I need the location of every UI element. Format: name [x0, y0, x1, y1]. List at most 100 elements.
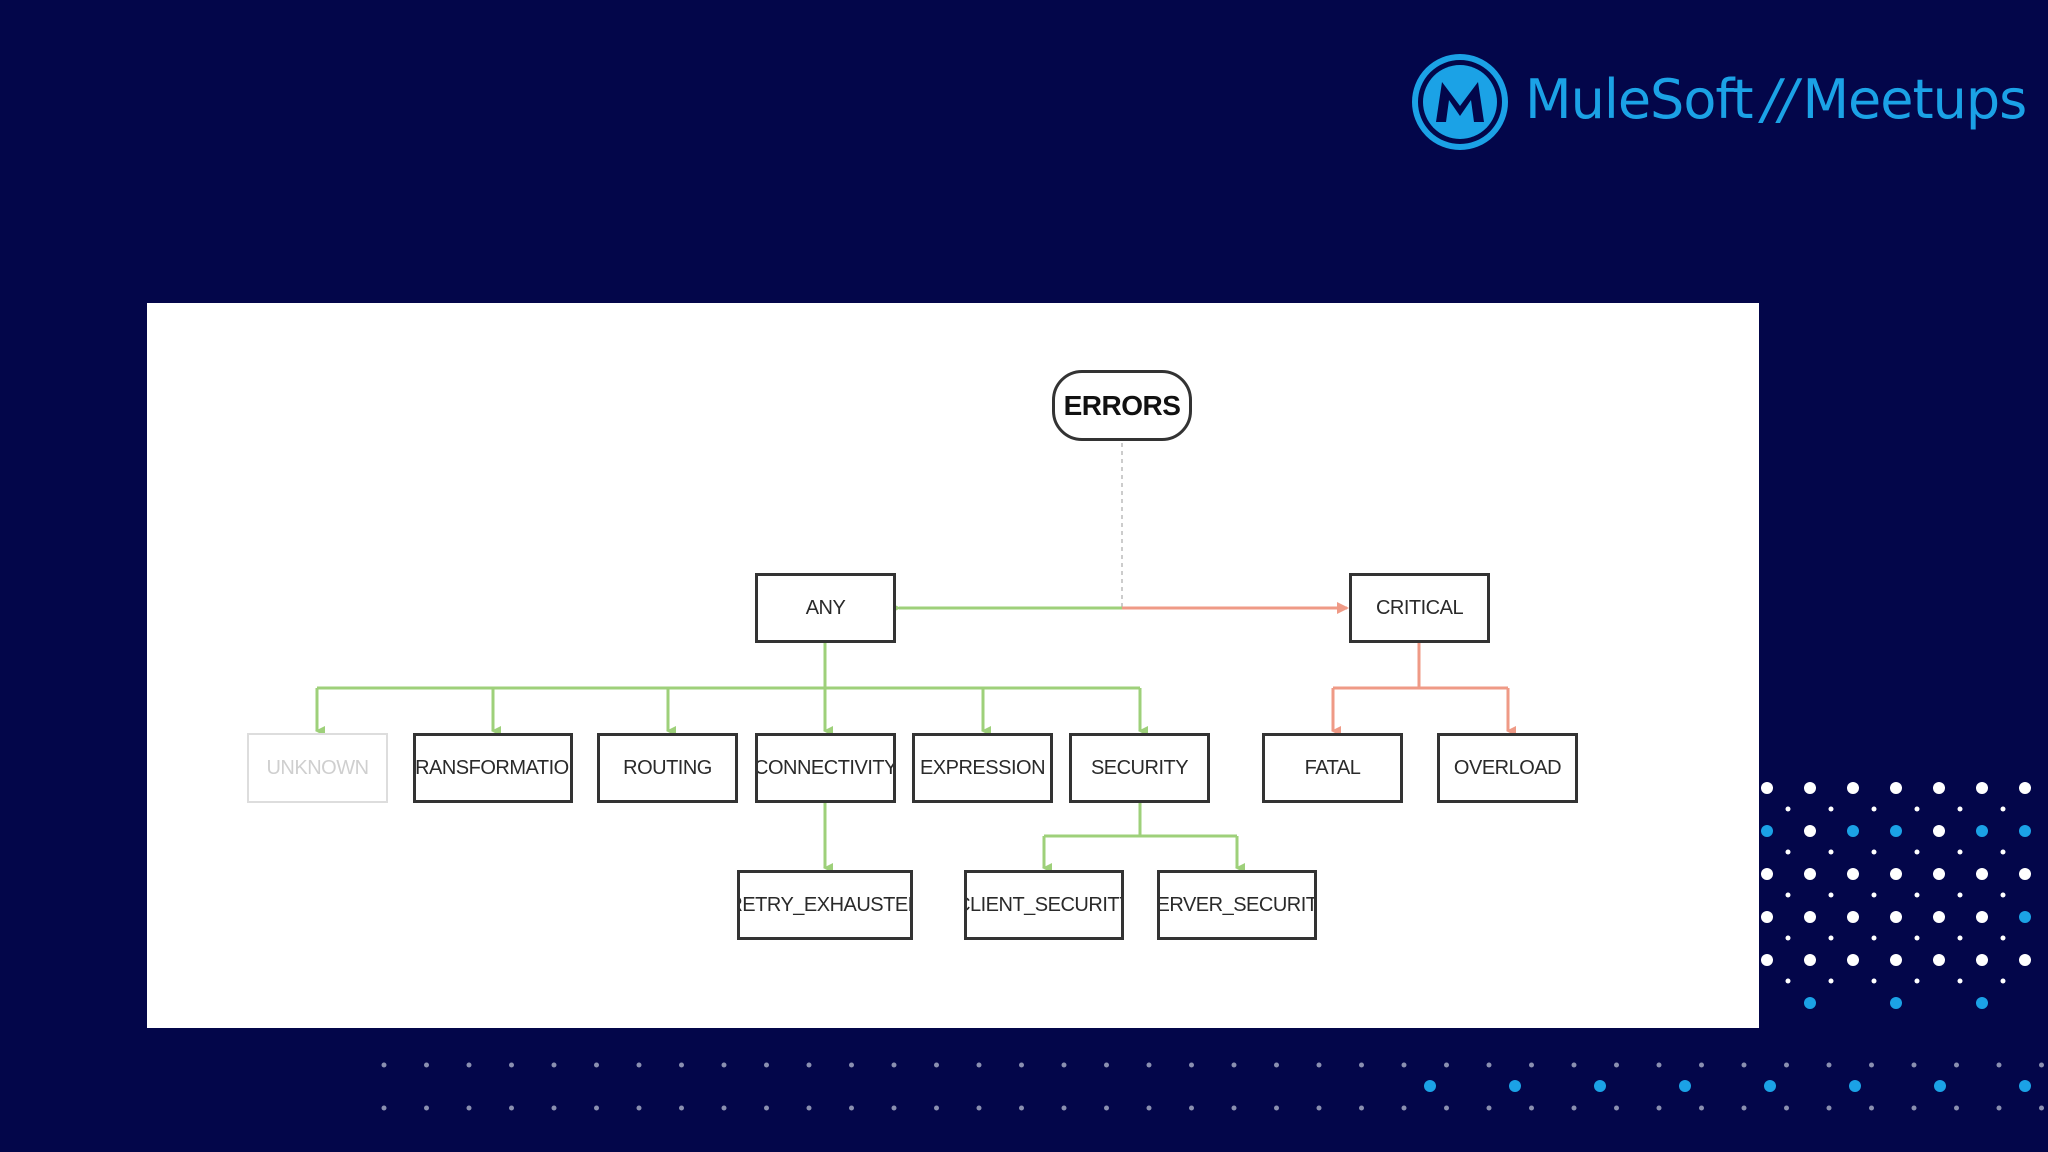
- decor-dot: [1804, 782, 1816, 794]
- decor-dot-faint: [849, 1062, 854, 1068]
- decor-dot-small: [1785, 892, 1791, 898]
- decor-dot-small: [1914, 978, 1920, 984]
- decor-dot-faint: [466, 1062, 472, 1068]
- decor-dot-small: [1828, 806, 1834, 812]
- decor-dot-faint: [1061, 1062, 1067, 1068]
- node-server-security: SERVER_SECURITY: [1157, 870, 1317, 940]
- node-client-security: CLIENT_SECURITY: [964, 870, 1124, 940]
- brand-event: Meetups: [1802, 68, 2027, 131]
- decor-dot-small: [1871, 935, 1877, 941]
- decor-dot-faint: [1614, 1105, 1619, 1111]
- decor-dot: [1804, 825, 1816, 837]
- decor-dot-faint: [1699, 1062, 1704, 1068]
- decor-dot: [2019, 825, 2031, 837]
- decor-dot-faint: [1146, 1062, 1152, 1068]
- decor-dot-faint: [1231, 1062, 1237, 1068]
- decor-dot-small: [2000, 806, 2006, 812]
- decor-dot-faint: [1529, 1105, 1534, 1111]
- decor-dot-faint: [1104, 1105, 1109, 1111]
- decor-dot-faint: [594, 1105, 599, 1111]
- decor-dot-small: [2000, 849, 2006, 855]
- error-hierarchy-diagram: ERRORS ANY CRITICAL UNKNOWN TRANSFORMATI…: [147, 303, 1759, 1028]
- decor-dot-faint: [1274, 1105, 1279, 1111]
- decor-dot: [1761, 782, 1773, 794]
- decor-dot-small: [1871, 849, 1877, 855]
- decor-dot-small: [1785, 935, 1791, 941]
- decor-dot-faint: [1656, 1062, 1662, 1068]
- decor-dot-faint: [1571, 1062, 1577, 1068]
- decor-dot-faint: [1359, 1062, 1364, 1068]
- decor-dot-faint: [806, 1062, 812, 1068]
- decor-dot: [2019, 782, 2031, 794]
- decor-dot-faint: [1741, 1062, 1747, 1068]
- node-unknown: UNKNOWN: [247, 733, 388, 803]
- decor-dot-faint: [1784, 1062, 1789, 1068]
- node-routing: ROUTING: [597, 733, 738, 803]
- decor-dot-faint: [1826, 1105, 1832, 1111]
- decor-dot-small: [1957, 892, 1963, 898]
- node-connectivity: CONNECTIVITY: [755, 733, 896, 803]
- decor-dot-small: [1957, 806, 1963, 812]
- decor-dot-faint: [1444, 1062, 1449, 1068]
- decor-dot-small: [1914, 849, 1920, 855]
- decor-dot-small: [1785, 806, 1791, 812]
- decor-dot-faint: [1741, 1105, 1747, 1111]
- decor-dot: [1804, 868, 1816, 880]
- decor-dot-faint: [1401, 1105, 1407, 1111]
- decor-dot-blue: [1934, 1080, 1946, 1092]
- decor-dot-faint: [424, 1105, 429, 1111]
- decor-dot-faint: [636, 1062, 642, 1068]
- brand-wordmark: MuleSoft //Meetups: [1525, 68, 2027, 131]
- mulesoft-logo-ring: [1412, 54, 1508, 150]
- decor-dot-small: [1957, 935, 1963, 941]
- decor-dot: [1890, 997, 1902, 1009]
- decor-dot-small: [1957, 849, 1963, 855]
- decor-dot-faint: [2039, 1105, 2044, 1111]
- brand-name: MuleSoft: [1525, 68, 1754, 131]
- decor-dot-blue: [1849, 1080, 1861, 1092]
- decor-dot-faint: [1231, 1105, 1237, 1111]
- decor-dot-faint: [679, 1062, 684, 1068]
- decor-dot-faint: [1189, 1105, 1194, 1111]
- decor-dot: [1976, 825, 1988, 837]
- decor-dot-faint: [1954, 1062, 1959, 1068]
- decor-dot-faint: [1401, 1062, 1407, 1068]
- decor-dot: [2019, 868, 2031, 880]
- decor-dot-faint: [764, 1105, 769, 1111]
- decor-dot: [1890, 954, 1902, 966]
- decor-dot-blue: [1424, 1080, 1436, 1092]
- decor-dot-faint: [1996, 1062, 2002, 1068]
- decor-dot: [1804, 911, 1816, 923]
- decor-dot: [1890, 782, 1902, 794]
- decor-dot-small: [1914, 892, 1920, 898]
- decor-dot-faint: [1146, 1105, 1152, 1111]
- node-errors: ERRORS: [1052, 370, 1192, 441]
- decor-dot-small: [2000, 892, 2006, 898]
- decor-dot-faint: [594, 1062, 599, 1068]
- decor-dot-blue: [2019, 1080, 2031, 1092]
- decor-dot-blue: [1594, 1080, 1606, 1092]
- decor-dot-blue: [1764, 1080, 1776, 1092]
- decor-dot-faint: [679, 1105, 684, 1111]
- decor-dot-faint: [1869, 1062, 1874, 1068]
- decor-dot-faint: [1954, 1105, 1959, 1111]
- decor-dot-faint: [424, 1062, 429, 1068]
- decor-dot-blue: [1509, 1080, 1521, 1092]
- decor-dot-small: [1914, 806, 1920, 812]
- decor-dot-small: [2000, 978, 2006, 984]
- decor-dot-faint: [764, 1062, 769, 1068]
- decor-dot-faint: [551, 1062, 557, 1068]
- mulesoft-m-icon: [1436, 82, 1484, 122]
- decor-dot-small: [1914, 935, 1920, 941]
- decor-dot-small: [1871, 892, 1877, 898]
- node-critical: CRITICAL: [1349, 573, 1490, 643]
- mulesoft-meetups-logo: [1412, 54, 1508, 150]
- decor-dot: [1761, 825, 1773, 837]
- decor-dot-faint: [466, 1105, 472, 1111]
- decor-dot-faint: [1104, 1062, 1109, 1068]
- decor-dot: [1761, 868, 1773, 880]
- decor-dot-small: [1871, 806, 1877, 812]
- decor-dot: [1933, 825, 1945, 837]
- decor-dot: [1976, 954, 1988, 966]
- decor-dot-faint: [509, 1062, 514, 1068]
